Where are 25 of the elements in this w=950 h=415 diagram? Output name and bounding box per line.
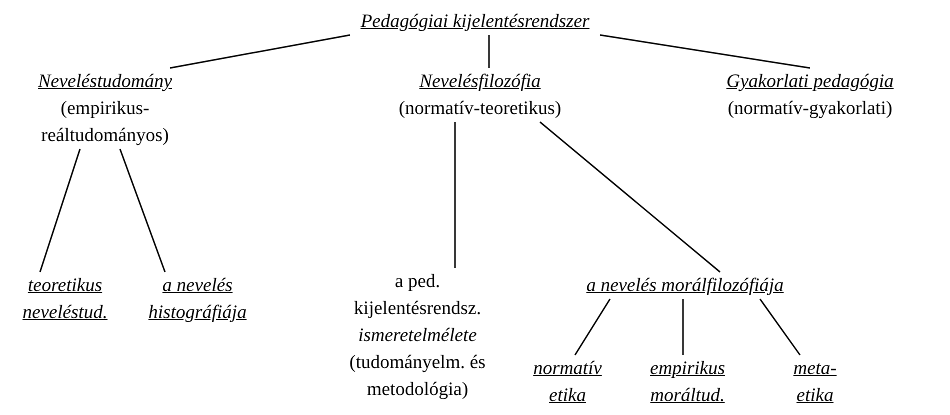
connector-line [119,148,166,272]
node-text: a ped. kijelentésrendsz. ismeretelmélete [352,270,482,348]
connector-line [682,299,684,355]
connector-line [454,122,456,268]
heading-text: teoretikus neveléstud. [22,274,108,325]
heading-text: a nevelés morálfilozófiája [585,274,785,298]
connector-line [600,34,810,69]
description-text: (tudományelm. és metodológia) [348,351,487,402]
connector-line [488,35,490,68]
heading-text: a nevelés histográfiája [147,274,248,325]
heading-text: empirikus moráltud. [649,357,726,408]
description-text: (empirikus-reáltudományos) [40,97,170,148]
heading-text: Neveléstudomány [36,70,173,94]
description-text: (normatív-teoretikus) [398,97,562,121]
heading-text: normatív etika [532,357,603,408]
connector-line [170,34,350,69]
heading-text: Gyakorlati pedagógia [725,70,895,94]
heading-text: Pedagógiai kijelentésrendszer [360,10,590,34]
heading-text: Nevelésfilozófia [418,70,542,94]
connector-line [540,121,720,273]
connector-line [574,298,611,356]
heading-text: meta-etika [792,357,838,408]
connector-line [759,298,801,356]
connector-line [39,148,81,272]
description-text: (normatív-gyakorlati) [726,97,894,121]
